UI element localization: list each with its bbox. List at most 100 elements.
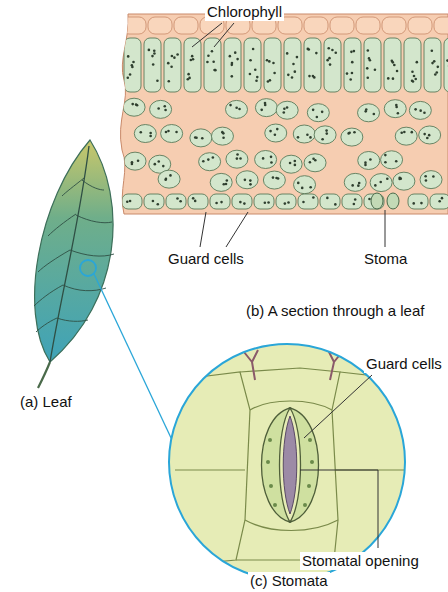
epidermis-cell — [166, 194, 186, 209]
chloroplast-dot — [235, 106, 238, 109]
chloroplast-dot — [414, 78, 417, 81]
spongy-cell — [358, 151, 380, 169]
chloroplast-dot — [192, 58, 195, 61]
chloroplast-dot — [364, 161, 367, 164]
chloroplast-dot — [396, 70, 399, 73]
chloroplast-dot — [414, 108, 417, 111]
chloroplast-dot — [176, 53, 179, 56]
chloroplast-dot — [273, 72, 276, 75]
spongy-cell — [304, 154, 326, 172]
chloroplast-dot — [162, 165, 165, 168]
epidermis-cell — [144, 194, 164, 209]
chloroplast-dot — [270, 161, 273, 164]
epidermis-cell — [304, 17, 328, 34]
palisade-cell — [404, 38, 421, 92]
epidermis-cell — [434, 17, 448, 34]
chloroplast-dot — [351, 72, 354, 75]
palisade-cell — [164, 38, 181, 92]
chloroplast-dot — [152, 63, 155, 66]
chloroplast-dot — [366, 67, 369, 70]
chloroplast-dot — [353, 50, 356, 53]
chloroplast-dot — [214, 69, 217, 72]
spongy-cell — [150, 100, 172, 118]
chloroplast-dot — [167, 62, 170, 65]
chloroplast-dot — [249, 59, 252, 62]
chloroplast-dot — [424, 175, 427, 178]
epidermis-cell — [320, 194, 340, 209]
chloroplast-dot — [152, 200, 155, 203]
spongy-cell — [395, 127, 417, 145]
chloroplast-dot — [191, 55, 194, 58]
epidermis-cell — [122, 194, 142, 209]
part-label: Guard cells — [166, 250, 246, 268]
part-label: Chlorophyll — [205, 3, 284, 21]
chloroplast-dot — [294, 70, 297, 73]
chloroplast-dot — [195, 136, 198, 139]
chloroplast-dot — [221, 131, 224, 134]
chloroplast-dot — [423, 133, 426, 136]
chloroplast-dot — [326, 197, 329, 200]
chloroplast-dot — [192, 197, 195, 200]
chloroplast-dot — [283, 107, 286, 110]
chloroplast-dot — [294, 164, 297, 167]
palisade-cell — [224, 38, 241, 92]
chloroplast-dot — [249, 179, 252, 182]
chloroplast-dot — [276, 128, 279, 131]
chloroplast-dot — [131, 64, 134, 67]
chloroplast-dot — [270, 156, 273, 159]
chloroplast-dot — [207, 158, 210, 161]
epidermis-cell — [122, 17, 146, 34]
chloroplast-dot — [206, 61, 209, 64]
figure-caption: (c) Stomata — [248, 572, 330, 590]
chloroplast-dot — [367, 49, 370, 52]
chloroplast-dot — [289, 162, 292, 165]
chloroplast-dot — [348, 131, 351, 134]
chloroplast-dot — [412, 80, 415, 83]
spongy-cell — [255, 99, 277, 117]
chloroplast-dot — [420, 202, 423, 205]
chloroplast-dot — [331, 49, 334, 52]
chloroplast-dot — [426, 137, 429, 140]
chloroplast-dot — [137, 160, 140, 163]
chloroplast-dot — [321, 138, 324, 141]
chloroplast-dot — [238, 108, 241, 111]
chloroplast-dot — [284, 202, 287, 205]
chloroplast-dot — [349, 78, 352, 81]
chloroplast-dot — [225, 183, 228, 186]
chloroplast-dot — [234, 51, 237, 54]
spongy-cell — [236, 171, 258, 189]
chloroplast-dot — [441, 197, 444, 200]
chloroplast-dot — [365, 108, 368, 111]
chloroplast-dot — [132, 61, 135, 64]
spongy-cell — [358, 104, 380, 122]
figure-caption: (b) A section through a leaf — [244, 302, 426, 320]
palisade-cell — [424, 38, 441, 92]
chloroplast-dot — [202, 160, 205, 163]
chloroplast-dot — [366, 77, 369, 80]
palisade-cell — [284, 38, 301, 92]
epidermis-cell — [298, 194, 318, 209]
chloroplast-dot — [175, 131, 178, 134]
chloroplast-dot — [236, 153, 239, 156]
chloroplast-dot — [211, 50, 214, 53]
leaf-section — [120, 14, 448, 214]
chloroplast-dot — [151, 55, 154, 58]
chloroplast-dot — [173, 56, 176, 59]
chloroplast-dot — [168, 80, 171, 83]
chloroplast-dot — [194, 200, 197, 203]
epidermis-cell — [382, 17, 406, 34]
palisade-cell — [244, 38, 261, 92]
chloroplast-dot — [236, 58, 239, 61]
spongy-cell — [276, 101, 298, 119]
chloroplast-dot — [412, 202, 415, 205]
epidermis-cell — [210, 194, 230, 209]
chloroplast-dot — [171, 55, 174, 58]
chloroplast-dot — [329, 63, 332, 66]
chloroplast-dot — [308, 75, 311, 78]
chloroplast-dot — [431, 62, 434, 65]
guard-cell — [387, 193, 399, 209]
chloroplast-dot — [431, 49, 434, 52]
chloroplast-dot — [252, 48, 255, 51]
chloroplast-dot — [163, 105, 166, 108]
